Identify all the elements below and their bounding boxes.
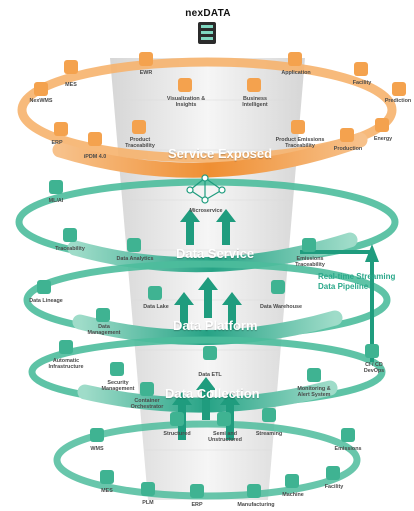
manufacturing-label: Manufacturing [237, 502, 275, 508]
data-service-title: Data Service [176, 246, 255, 261]
microservice-graph-icon [186, 174, 226, 204]
mlai-icon [49, 180, 63, 194]
security-icon [110, 362, 124, 376]
data-lineage-icon [37, 280, 51, 294]
streaming-icon [262, 408, 276, 422]
facility-label: Facility [352, 80, 372, 86]
sources-ring [53, 420, 361, 500]
upward-arrows [172, 209, 242, 440]
erp-icon [54, 122, 68, 136]
machine-label: Machine [282, 492, 304, 498]
plm-label: PLM [142, 500, 154, 506]
product-traceability-icon [132, 120, 146, 134]
mes-source-icon [100, 470, 114, 484]
emissions-traceability-label: Product Emissions Traceability [275, 137, 325, 149]
bi-label: Business Intelligent [242, 96, 268, 108]
data-etl-label: Data ETL [198, 372, 222, 378]
container-label: Container Orchestrator [130, 398, 164, 410]
mlai-label: ML/AI [48, 198, 64, 204]
emissions-label: Emissions [334, 446, 362, 452]
bi-icon [247, 78, 261, 92]
wms-label: WMS [90, 446, 104, 452]
nexwms-label: NexWMS [29, 98, 53, 104]
streaming-label: Streaming [255, 431, 283, 437]
microservice-label: Microservice [189, 208, 223, 214]
data-etl-icon [203, 346, 217, 360]
cicd-icon [365, 344, 379, 358]
data-platform-title: Data Platform [173, 318, 258, 333]
co2-icon [302, 238, 316, 252]
wms-icon [90, 428, 104, 442]
data-lake-label: Data Lake [143, 304, 169, 310]
visualization-label: Visualization & Insights [166, 96, 206, 108]
service-exposed-ring [17, 57, 397, 163]
energy-label: Energy [373, 136, 393, 142]
structured-icon [170, 412, 184, 426]
nexwms-icon [34, 82, 48, 96]
erp-label: ERP [51, 140, 63, 146]
brand-logo: nexDATA [185, 8, 231, 19]
mes-label: MES [65, 82, 77, 88]
ipdm-icon [88, 132, 102, 146]
structured-label: Structured [163, 431, 191, 437]
automatic-infrastructure-label: Automatic Infrastructure [48, 358, 84, 370]
automatic-infrastructure-icon [59, 340, 73, 354]
data-lake-icon [148, 286, 162, 300]
manufacturing-icon [247, 484, 261, 498]
facility-icon [354, 62, 368, 76]
mes-icon [64, 60, 78, 74]
energy-icon [375, 118, 389, 132]
emissions-icon [341, 428, 355, 442]
data-warehouse-label: Data Warehouse [259, 304, 303, 310]
application-icon [288, 52, 302, 66]
security-label: Security Management [101, 380, 135, 392]
service-exposed-band [52, 132, 368, 178]
data-management-label: Data Management [87, 324, 121, 336]
prediction-icon [392, 82, 406, 96]
prediction-label: Prediction [384, 98, 412, 104]
semi-unstructured-icon [217, 412, 231, 426]
data-collection-title: Data Collection [165, 386, 260, 401]
plm-icon [141, 482, 155, 496]
data-management-icon [96, 308, 110, 322]
semi-unstructured-label: Semi and Unstructured [208, 431, 242, 443]
ewr-label: EWR [139, 70, 153, 76]
container-icon [140, 382, 154, 396]
machine-icon [285, 474, 299, 488]
ipdm-label: iPDM 4.0 [83, 154, 107, 160]
data-analytics-label: Data Analytics [116, 256, 154, 262]
ewr-icon [139, 52, 153, 66]
monitoring-icon [307, 368, 321, 382]
data-lineage-label: Data Lineage [29, 298, 63, 304]
mes-source-label: MES [101, 488, 113, 494]
traceability-label: Traceability [55, 246, 85, 252]
product-traceability-label: Product Traceability [125, 137, 155, 149]
facility-source-icon [326, 466, 340, 480]
realtime-arrow-head [365, 244, 379, 262]
production-icon [340, 128, 354, 142]
emissions-traceability-icon [291, 120, 305, 134]
cicd-label: CI / CD DevOps [363, 362, 385, 374]
realtime-pipeline-label: Real-time Streaming Data Pipeline [318, 272, 396, 291]
facility-source-label: Facility [324, 484, 344, 490]
logo-server-icon [198, 22, 216, 44]
application-label: Application [281, 70, 311, 76]
service-exposed-title: Service Exposed [168, 146, 273, 161]
monitoring-label: Monitoring & Alert System [297, 386, 331, 398]
production-label: Production [333, 146, 363, 152]
data-analytics-icon [127, 238, 141, 252]
traceability-icon [63, 228, 77, 242]
emissions-traceability-ds-label: Emissions Traceability [295, 256, 325, 268]
visualization-icon [178, 78, 192, 92]
erp-source-label: ERP [191, 502, 203, 508]
data-warehouse-icon [271, 280, 285, 294]
erp-source-icon [190, 484, 204, 498]
